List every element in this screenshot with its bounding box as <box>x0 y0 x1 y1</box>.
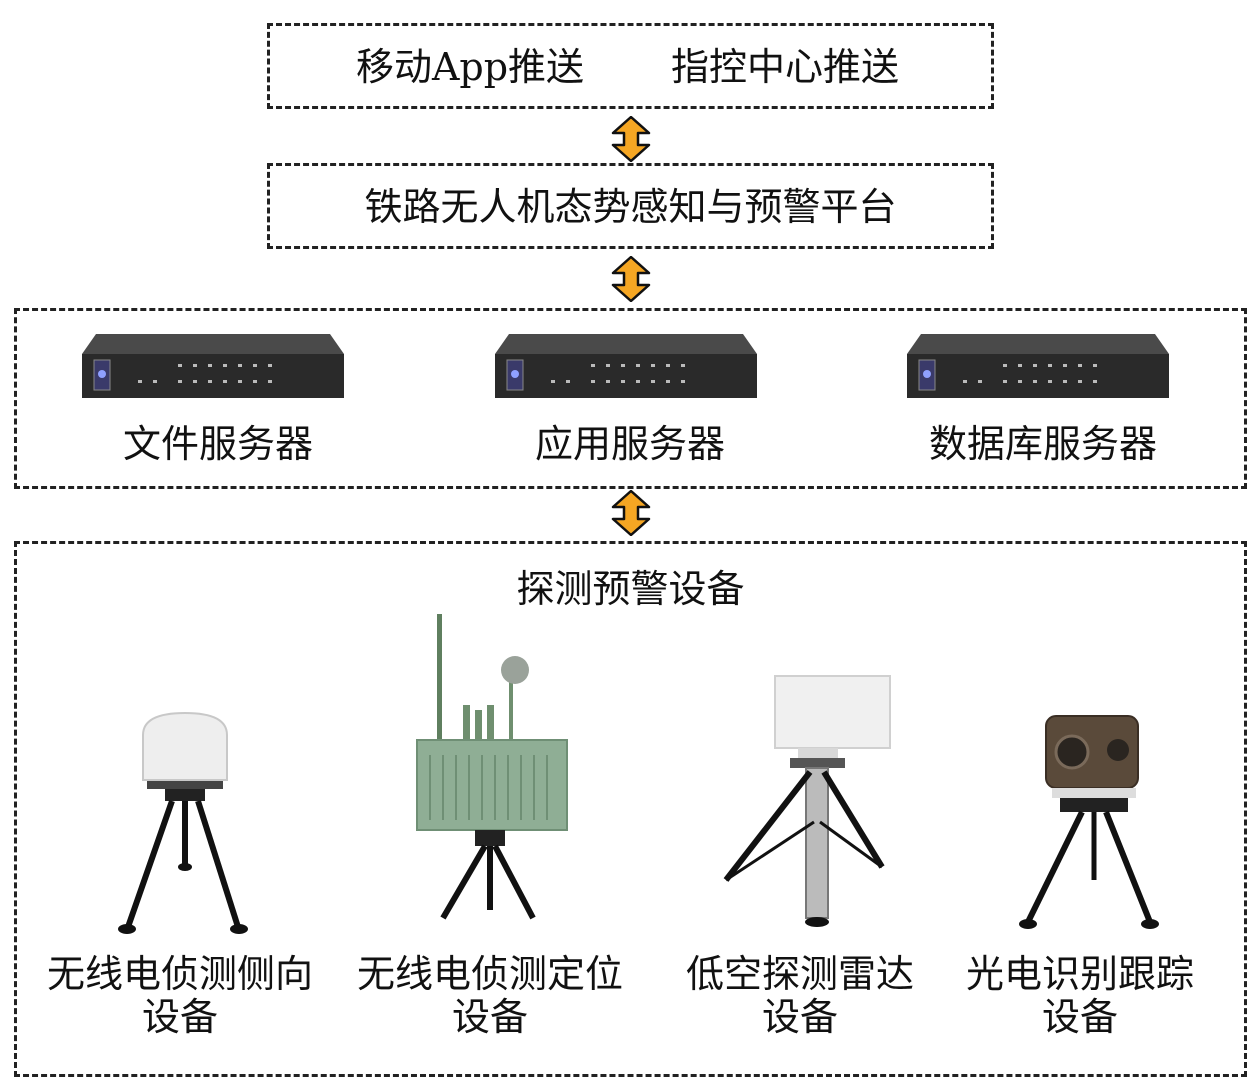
radio-direction-finder-image <box>118 711 248 934</box>
double-arrow-icon <box>611 256 651 302</box>
server-rack-image <box>82 334 344 398</box>
application-server-label: 应用服务器 <box>534 422 725 466</box>
double-arrow-icon <box>611 116 651 162</box>
platform-box <box>267 163 994 249</box>
file-server-label: 文件服务器 <box>122 422 313 466</box>
device-label-2-line2: 设备 <box>451 995 528 1039</box>
mobile-app-push-label: 移动App推送 <box>355 45 585 89</box>
server-box <box>14 308 1247 489</box>
database-server-label: 数据库服务器 <box>928 422 1157 466</box>
low-altitude-radar-image <box>723 675 891 927</box>
device-label-1-line2: 设备 <box>141 995 218 1039</box>
double-arrow-icon <box>611 490 651 536</box>
platform-label: 铁路无人机态势感知与预警平台 <box>364 185 897 229</box>
device-label-3-line2: 设备 <box>761 995 838 1039</box>
radio-locating-device-image <box>416 614 568 920</box>
device-label-3-line1: 低空探测雷达 <box>685 952 914 996</box>
device-box <box>14 541 1247 1077</box>
command-center-push-label: 指控中心推送 <box>670 45 899 89</box>
device-label-4-line1: 光电识别跟踪 <box>965 952 1194 996</box>
server-rack-image <box>907 334 1169 398</box>
device-box-title: 探测预警设备 <box>516 567 745 611</box>
device-label-2-line1: 无线电侦测定位 <box>356 952 623 996</box>
electro-optical-tracker-image <box>1019 715 1159 929</box>
device-label-1-line1: 无线电侦测侧向 <box>46 952 313 996</box>
server-rack-image <box>495 334 757 398</box>
device-label-4-line2: 设备 <box>1041 995 1118 1039</box>
push-box <box>267 23 994 109</box>
